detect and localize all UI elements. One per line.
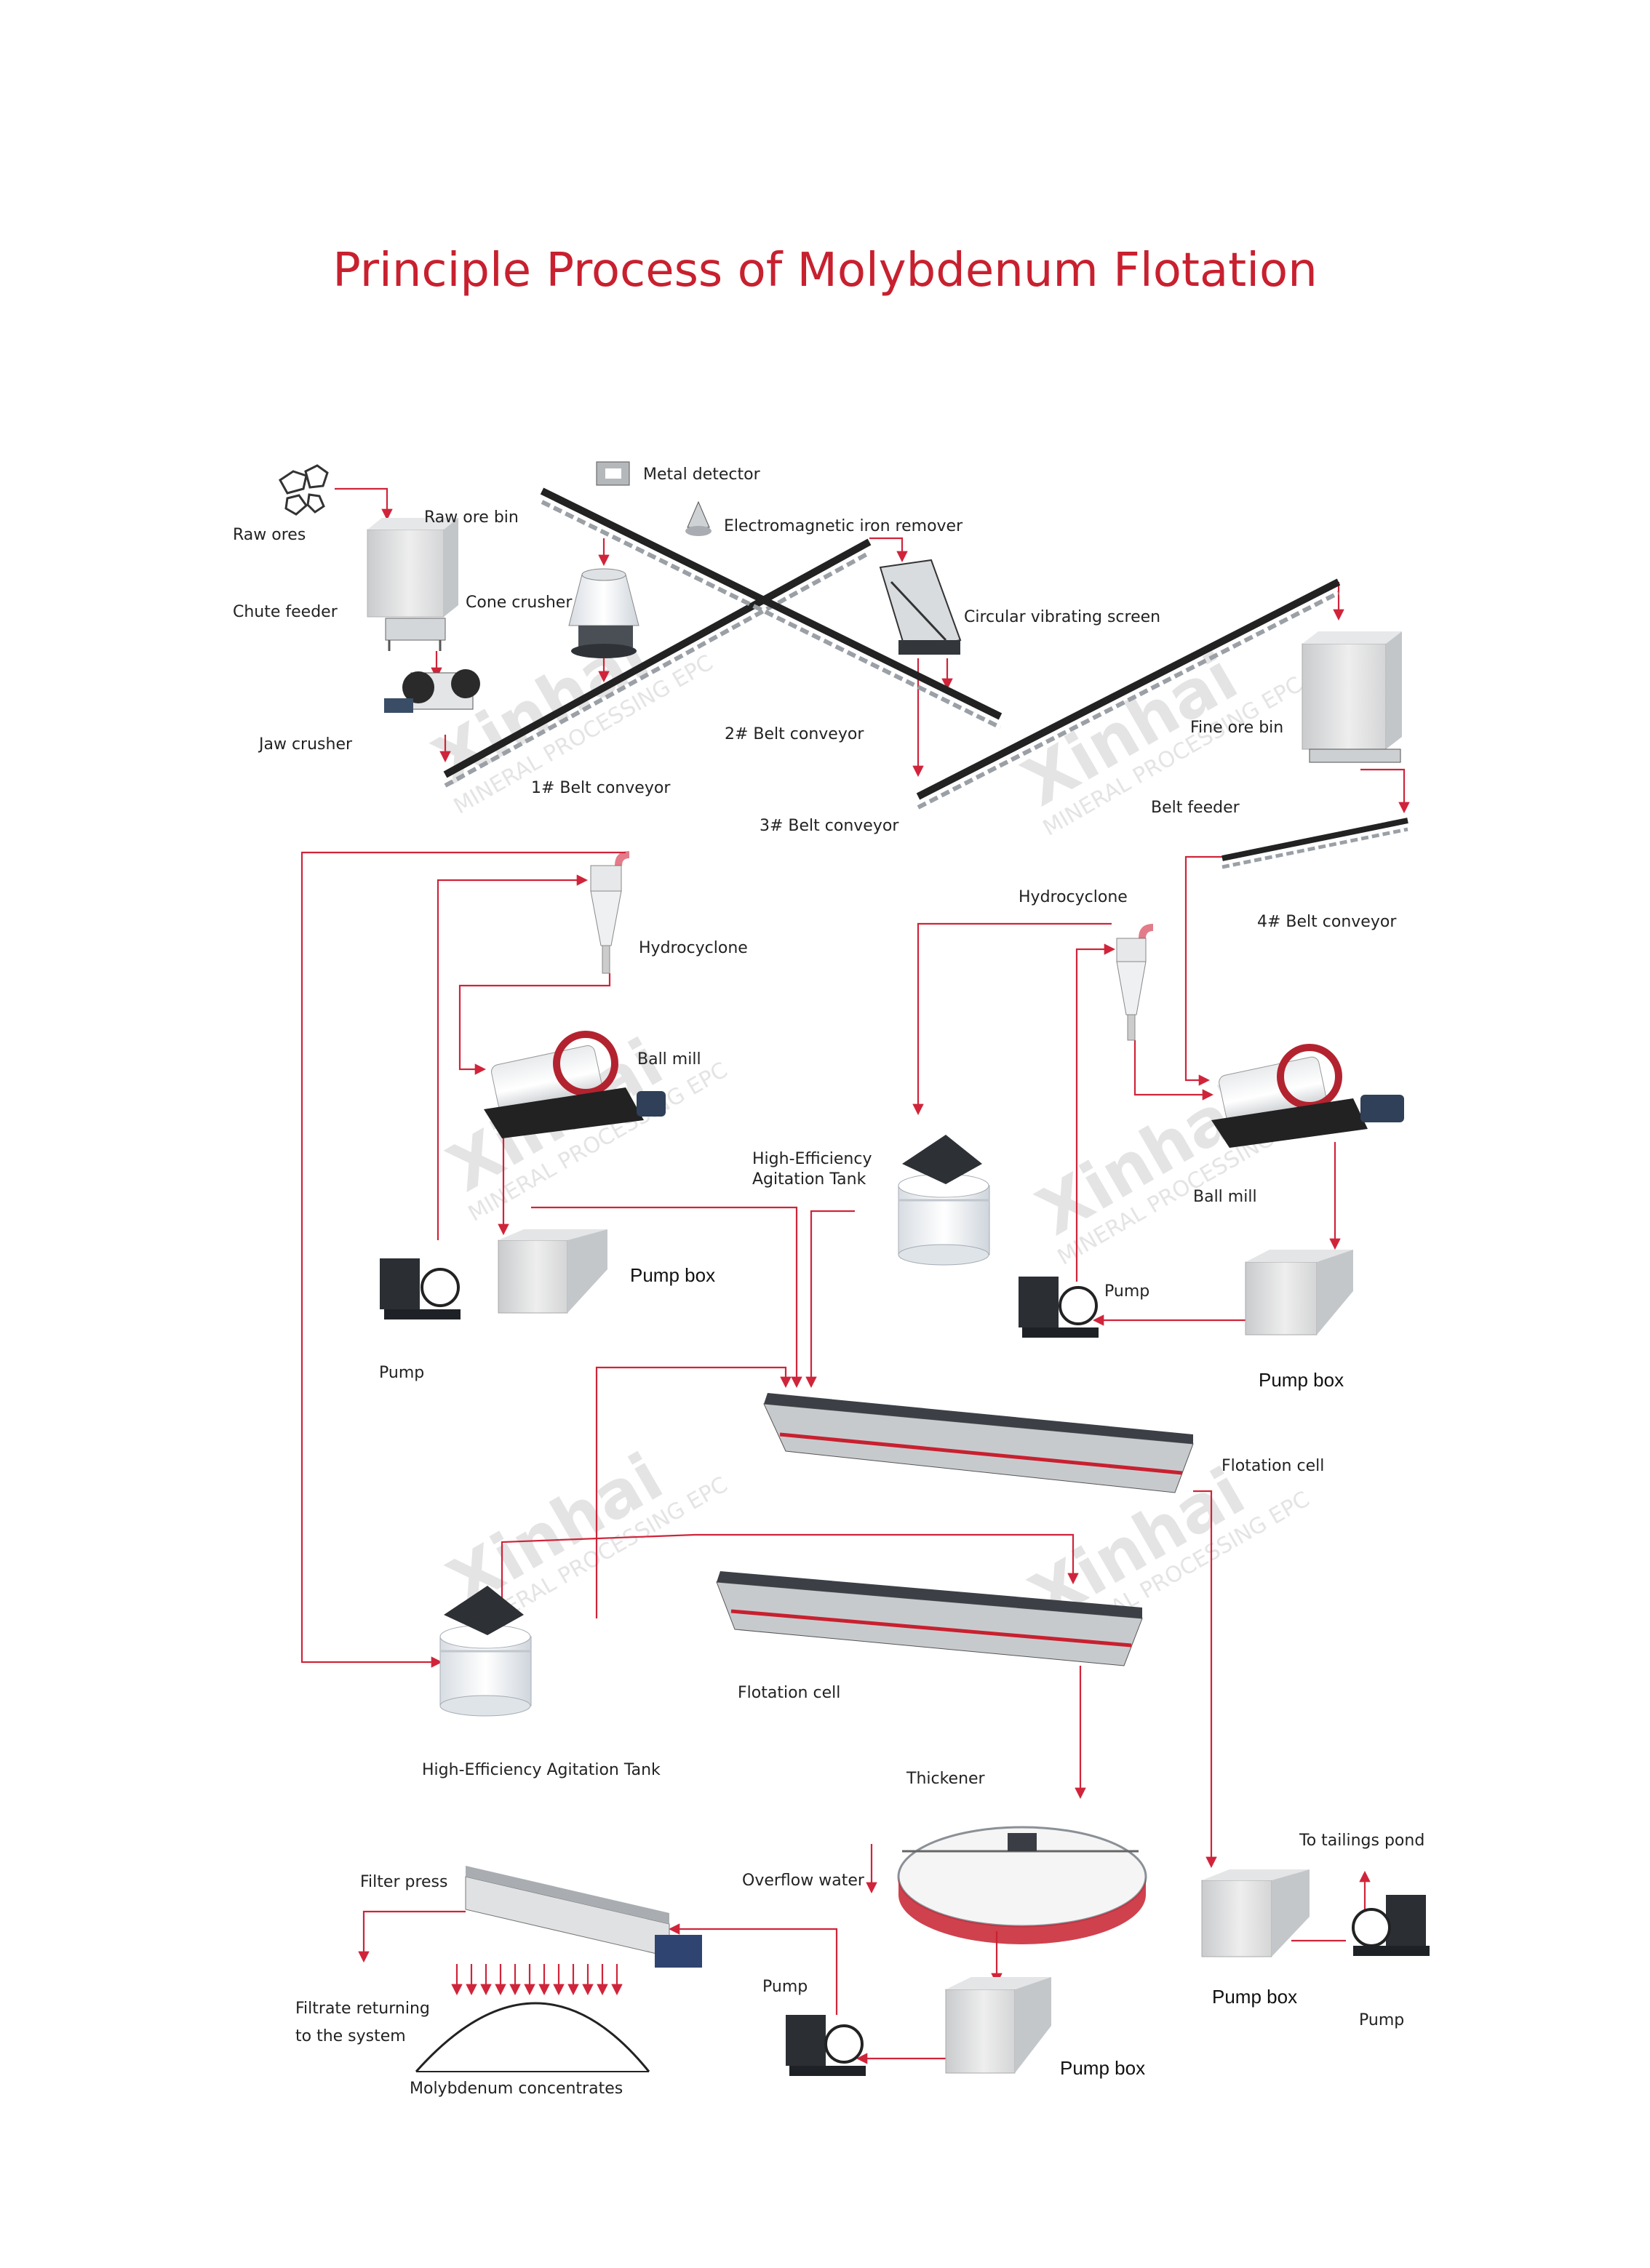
label-pump-tailings: Pump (1359, 2011, 1404, 2029)
page-title: Principle Process of Molybdenum Flotatio… (332, 244, 1318, 298)
raw-ore-bin (367, 518, 458, 618)
label-filter-press: Filter press (360, 1873, 447, 1891)
label-overflow-water: Overflow water (742, 1872, 865, 1890)
thickener (897, 1826, 1147, 1944)
pump-box-left (498, 1229, 607, 1314)
label-thickener: Thickener (906, 1770, 986, 1788)
label-belt-conveyor-1: 1# Belt conveyor (531, 779, 671, 797)
labels: Raw ores Raw ore bin Chute feeder Jaw cr… (233, 466, 1424, 2098)
flotation-cell-2 (716, 1571, 1143, 1666)
label-pump-left: Pump (379, 1364, 424, 1382)
label-belt-feeder: Belt feeder (1151, 799, 1240, 817)
filtrate-drip-arrows (451, 1964, 623, 1996)
filter-press (465, 1866, 702, 1968)
ball-mill-left (484, 1031, 666, 1138)
concentrate-pile (415, 2002, 650, 2073)
label-raw-ore-bin: Raw ore bin (424, 508, 519, 527)
label-to-tailings-pond: To tailings pond (1299, 1832, 1424, 1850)
ball-mill-right (1211, 1044, 1404, 1148)
label-chute-feeder: Chute feeder (233, 603, 338, 621)
belt-conveyor-4 (1221, 818, 1408, 869)
label-flotation-cell-1: Flotation cell (1221, 1457, 1324, 1475)
label-filtrate-line2: to the system (295, 2027, 406, 2045)
label-raw-ores: Raw ores (233, 526, 306, 544)
pump-bottom (786, 2015, 866, 2076)
flotation-cell-1 (763, 1393, 1194, 1493)
pump-right (1019, 1277, 1099, 1338)
metal-detector-icon (596, 461, 630, 486)
chute-feeder (385, 618, 446, 651)
label-cone-crusher: Cone crusher (466, 594, 573, 612)
fine-ore-bin (1302, 631, 1402, 763)
pump-left (380, 1258, 461, 1319)
label-belt-conveyor-4: 4# Belt conveyor (1257, 913, 1397, 931)
circular-vibrating-screen (879, 559, 962, 655)
pump-box-bottom (945, 1977, 1051, 2074)
label-belt-conveyor-2: 2# Belt conveyor (725, 725, 864, 743)
label-vibrating-screen: Circular vibrating screen (964, 608, 1160, 626)
cone-crusher (568, 568, 639, 658)
label-ball-mill-left: Ball mill (637, 1050, 701, 1069)
label-pump-right: Pump (1104, 1282, 1149, 1301)
pump-box-tailings (1201, 1869, 1310, 1957)
agitation-tank-1 (898, 1135, 990, 1266)
belt-conveyor-1 (443, 538, 872, 788)
label-hydrocyclone-right: Hydrocyclone (1019, 888, 1128, 906)
label-jaw-crusher: Jaw crusher (258, 735, 353, 754)
raw-ores-icon (279, 464, 329, 516)
label-agitation-tank-1-line2: Agitation Tank (752, 1170, 866, 1189)
label-pump-box-bottom: Pump box (1060, 2057, 1145, 2079)
label-hydrocyclone-left: Hydrocyclone (639, 939, 748, 957)
label-pump-bottom: Pump (762, 1978, 808, 1996)
label-belt-conveyor-3: 3# Belt conveyor (760, 817, 899, 835)
electromagnetic-iron-remover-icon (685, 500, 712, 536)
agitation-tank-2 (439, 1586, 532, 1717)
belt-conveyor-2 (540, 487, 1003, 730)
label-pump-box-right: Pump box (1259, 1369, 1344, 1391)
label-agitation-tank-2: High-Efficiency Agitation Tank (422, 1761, 661, 1779)
belt-conveyor-3 (916, 578, 1341, 810)
hydrocyclone-left (590, 851, 629, 974)
label-filtrate-line1: Filtrate returning (295, 2000, 430, 2018)
label-fine-ore-bin: Fine ore bin (1190, 719, 1283, 737)
label-molybdenum-concentrates: Molybdenum concentrates (410, 2080, 623, 2098)
label-flotation-cell-2: Flotation cell (738, 1684, 840, 1702)
label-agitation-tank-1-line1: High-Efficiency (752, 1150, 872, 1168)
pump-tailings (1352, 1895, 1430, 1956)
label-ball-mill-right: Ball mill (1193, 1188, 1257, 1206)
label-iron-remover: Electromagnetic iron remover (724, 517, 963, 535)
label-pump-box-tailings: Pump box (1212, 1986, 1297, 2008)
flow-lines (300, 487, 1410, 2064)
jaw-crusher (384, 669, 480, 713)
label-metal-detector: Metal detector (643, 466, 761, 484)
label-pump-box-left: Pump box (630, 1264, 715, 1286)
hydrocyclone-right (1116, 924, 1153, 1041)
pump-box-right (1245, 1250, 1353, 1335)
